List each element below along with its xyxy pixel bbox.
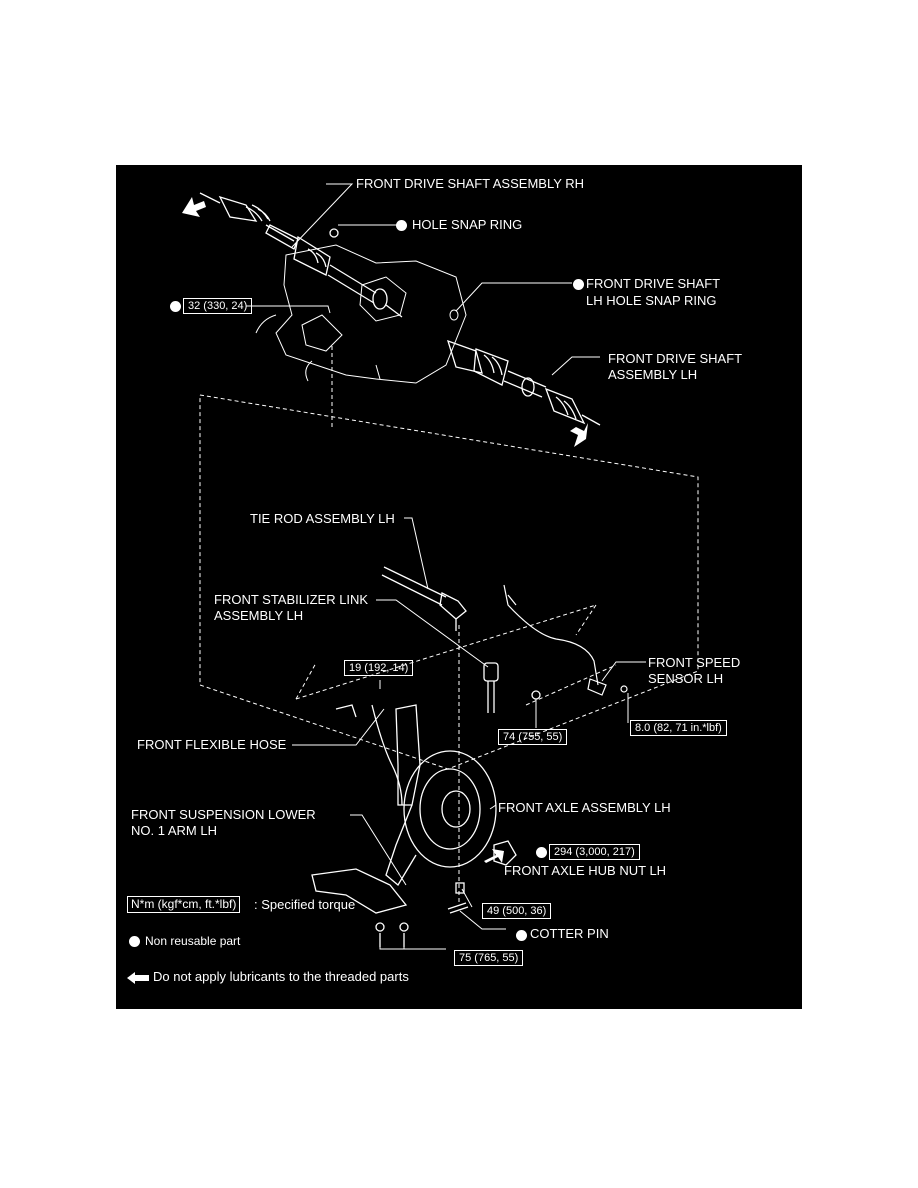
label-speed-sensor-1: FRONT SPEED <box>648 655 741 670</box>
label-stabilizer-link-2: ASSEMBLY LH <box>214 608 304 623</box>
label-drive-shaft-lh-2: ASSEMBLY LH <box>608 367 698 382</box>
label-cotter-pin: COTTER PIN <box>530 926 609 941</box>
leader-lines <box>246 183 646 950</box>
torque-75: 75 (765, 55) <box>454 950 524 966</box>
non-reusable-marker <box>170 301 181 312</box>
torque-32: 32 (330, 24) <box>183 298 253 314</box>
legend-non-reusable-dot <box>129 936 140 947</box>
label-lower-arm-1: FRONT SUSPENSION LOWER <box>131 807 316 822</box>
tie-rod <box>381 566 467 631</box>
label-drive-shaft-lh-1: FRONT DRIVE SHAFT <box>608 351 743 366</box>
label-flexible-hose: FRONT FLEXIBLE HOSE <box>137 737 287 752</box>
non-reusable-marker <box>516 930 527 941</box>
legend-unit-text: : Specified torque <box>254 897 356 912</box>
label-drive-shaft-rh: FRONT DRIVE SHAFT ASSEMBLY RH <box>356 176 585 191</box>
torque-49: 49 (500, 36) <box>482 903 552 919</box>
label-stabilizer-link-1: FRONT STABILIZER LINK <box>214 592 369 607</box>
no-lubricant-arrows <box>182 197 588 863</box>
label-tie-rod: TIE ROD ASSEMBLY LH <box>250 511 395 526</box>
legend-no-lubricant: Do not apply lubricants to the threaded … <box>153 969 409 984</box>
label-hub-nut: FRONT AXLE HUB NUT LH <box>504 863 667 878</box>
torque-74: 74 (755, 55) <box>498 729 568 745</box>
non-reusable-marker <box>396 220 407 231</box>
steering-knuckle-and-hub <box>335 704 497 886</box>
speed-sensor <box>503 584 628 696</box>
label-speed-sensor-2: SENSOR LH <box>648 671 724 686</box>
non-reusable-marker <box>536 847 547 858</box>
stabilizer-link <box>483 662 541 713</box>
legend-unit-box: N*m (kgf*cm, ft.*lbf) <box>127 896 241 913</box>
exploded-view-drawing <box>182 183 699 950</box>
legend-arrow-icon <box>127 972 149 984</box>
torque-8: 8.0 (82, 71 in.*lbf) <box>630 720 727 736</box>
label-lh-hole-snap-ring-1: FRONT DRIVE SHAFT <box>586 276 721 291</box>
legend-non-reusable: Non reusable part <box>145 934 241 948</box>
torque-19: 19 (192, 14) <box>344 660 414 676</box>
label-lower-arm-2: NO. 1 ARM LH <box>131 823 217 838</box>
label-axle-assembly: FRONT AXLE ASSEMBLY LH <box>498 800 671 815</box>
drive-shaft-lh <box>446 339 601 426</box>
torque-294: 294 (3,000, 217) <box>549 844 640 860</box>
diagram-panel: FRONT DRIVE SHAFT ASSEMBLY RH HOLE SNAP … <box>116 165 802 1009</box>
assembly-plane-outline <box>199 345 699 905</box>
transaxle-case <box>255 244 467 384</box>
label-lh-hole-snap-ring-2: LH HOLE SNAP RING <box>586 293 717 308</box>
label-hole-snap-ring: HOLE SNAP RING <box>412 217 523 232</box>
non-reusable-marker <box>573 279 584 290</box>
lower-arm <box>311 868 409 947</box>
